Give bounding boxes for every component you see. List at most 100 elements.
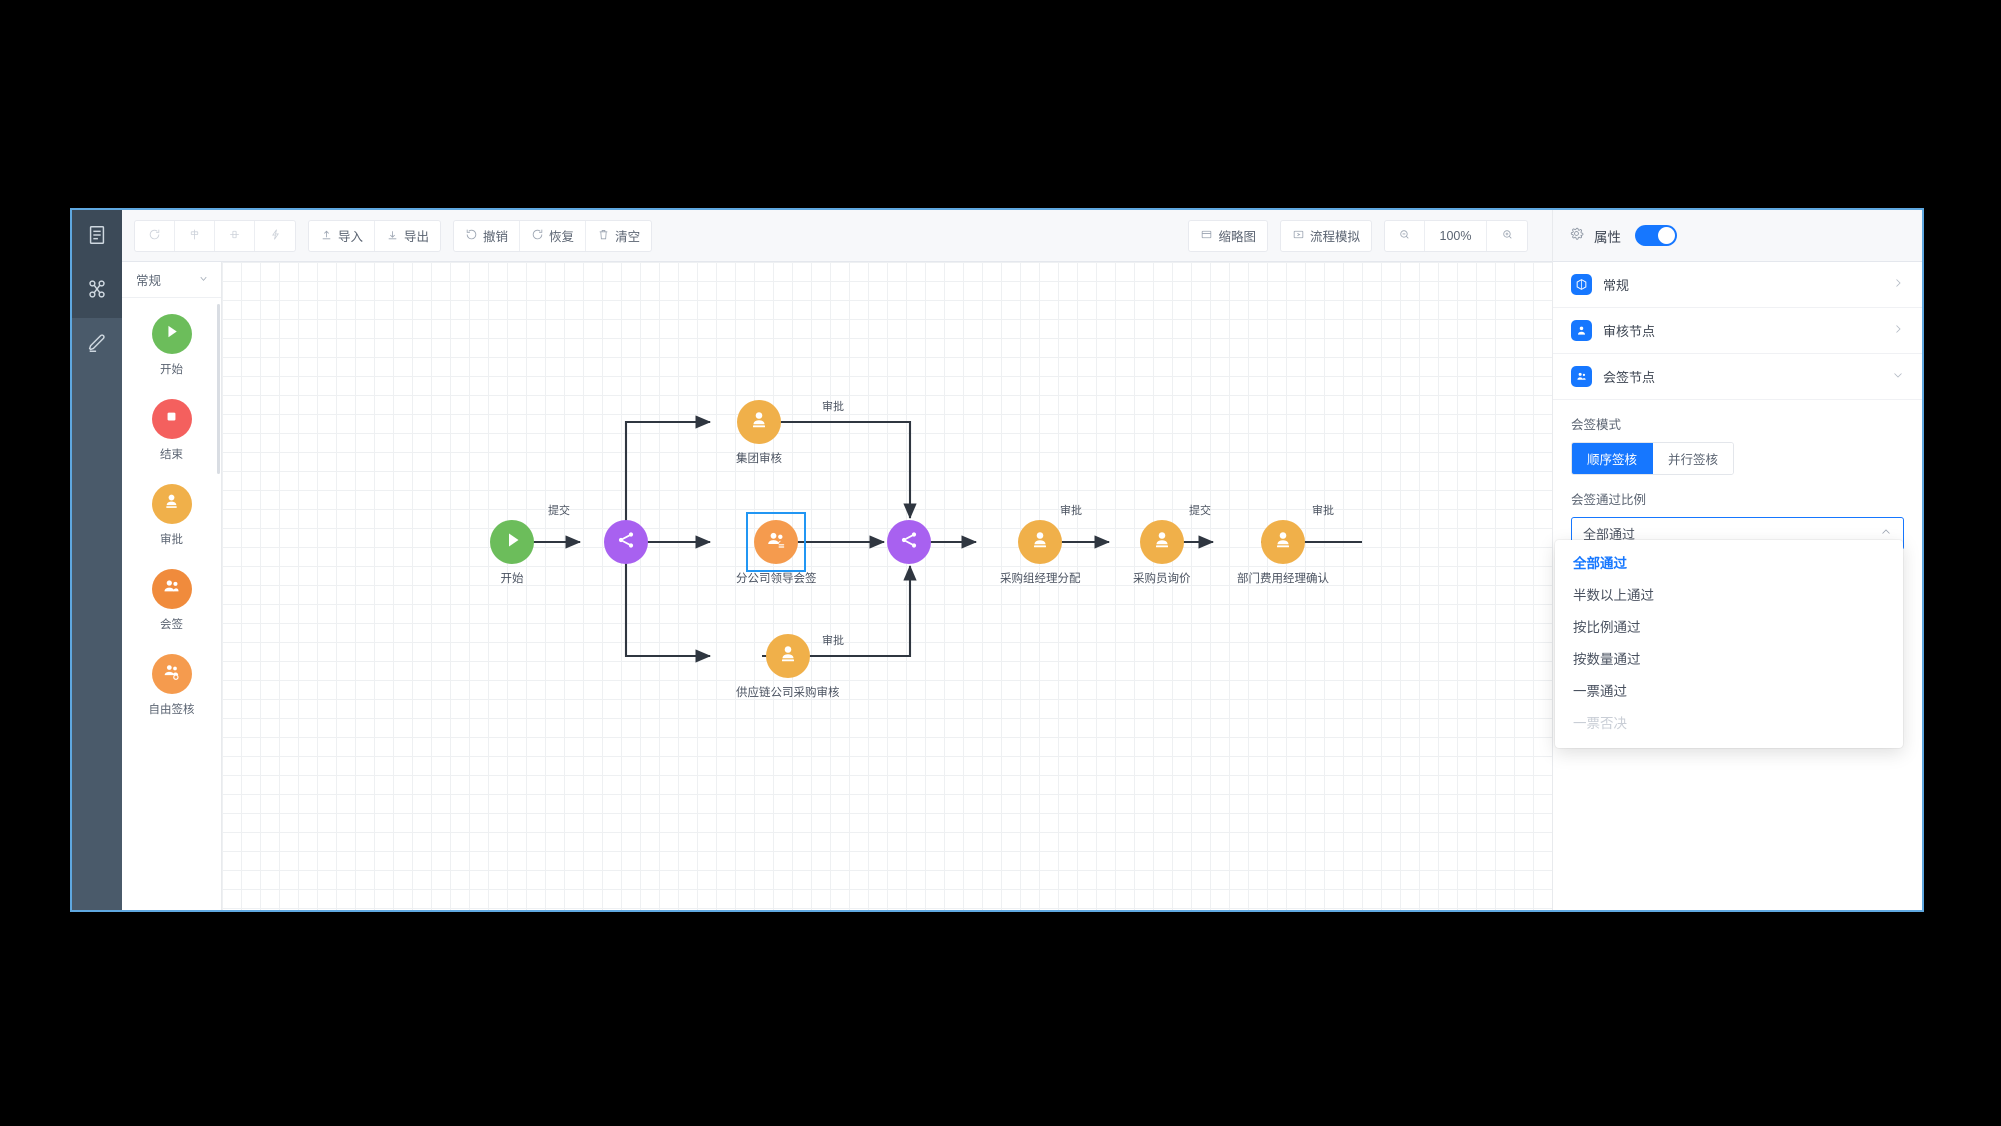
flow-node-label: 采购组经理分配 [1000, 573, 1081, 585]
play-icon [500, 528, 524, 557]
thumbnail-button[interactable]: 缩略图 [1189, 221, 1267, 251]
zoom-level[interactable]: 100% [1425, 220, 1487, 251]
segment-parallel[interactable]: 并行签核 [1653, 443, 1734, 474]
flow-node-label: 部门费用经理确认 [1237, 573, 1329, 585]
prop-section-countersign-node[interactable]: 会签节点 [1553, 354, 1922, 400]
flow-node-start[interactable]: 开始 [490, 520, 534, 586]
approve-node-circle [737, 400, 781, 444]
chevron-down-icon [198, 273, 209, 287]
edge-label: 审批 [1312, 505, 1334, 517]
center-column: 导入 导出 撤销 [122, 210, 1552, 910]
pen-icon [86, 332, 108, 359]
palette-category-label: 常规 [136, 274, 162, 288]
flow-node-label: 采购员询价 [1133, 573, 1191, 585]
dropdown-option-all-pass[interactable]: 全部通过 [1573, 556, 1627, 571]
rail-button-pen[interactable] [72, 318, 122, 372]
toolbar-group-shape [134, 219, 296, 252]
dropdown-option-count-pass[interactable]: 按数量通过 [1573, 652, 1641, 667]
countersign-mode-label: 会签模式 [1571, 418, 1622, 432]
palette-scrollbar[interactable] [217, 304, 220, 474]
palette-label-approve: 审批 [160, 534, 183, 546]
palette-item-list: 开始 结束 [122, 298, 221, 910]
prop-section-review-node[interactable]: 审核节点 [1553, 308, 1922, 354]
countersign-icon [1571, 366, 1592, 387]
toolbar-group-io: 导入 导出 [308, 219, 442, 252]
flow-edges [514, 415, 1362, 663]
flow-node-label: 供应链公司采购审核 [736, 687, 840, 699]
flow-node-gateway-1[interactable] [604, 520, 648, 564]
approve-node-swatch [151, 484, 192, 524]
clear-button[interactable]: 清空 [586, 221, 651, 251]
properties-header: 属性 [1553, 210, 1922, 262]
palette-item-free-sign[interactable]: 自由签核 [149, 654, 195, 717]
lightning-button[interactable] [255, 221, 295, 251]
approve-stamp-icon [747, 408, 771, 437]
chevron-right-icon [1892, 276, 1904, 294]
flow-node-gateway-2[interactable] [887, 520, 931, 564]
thumbnail-label: 缩略图 [1218, 230, 1256, 244]
approve-node-circle [1018, 520, 1063, 564]
flow-node-buyer-quote[interactable]: 采购员询价 [1133, 520, 1191, 586]
distribute-button[interactable] [215, 220, 255, 251]
lightning-icon [269, 228, 282, 244]
import-button[interactable]: 导入 [309, 220, 376, 251]
import-icon [320, 228, 333, 244]
simulate-button[interactable]: 流程模拟 [1281, 221, 1371, 251]
properties-toggle[interactable] [1635, 225, 1677, 246]
prop-section-label: 会签节点 [1603, 370, 1656, 385]
palette-item-countersign[interactable]: 会签 [151, 569, 192, 632]
start-node-circle [490, 520, 534, 564]
zoom-in-button[interactable] [1487, 221, 1527, 251]
segment-sequential[interactable]: 顺序签核 [1572, 443, 1654, 474]
edge-label: 审批 [1060, 505, 1082, 517]
flow-node-dept-cost-manager[interactable]: 部门费用经理确认 [1237, 520, 1329, 586]
toolbar-group-thumbnail: 缩略图 [1188, 219, 1268, 252]
flow-node-branch-countersign[interactable]: 分公司领导会签 [736, 512, 817, 586]
dropdown-option-ratio-pass[interactable]: 按比例通过 [1573, 620, 1641, 635]
flow-designer-window: 导入 导出 撤销 [70, 208, 1924, 912]
prop-section-label: 常规 [1603, 278, 1630, 293]
dropdown-option-one-vote-veto[interactable]: 一票否决 [1573, 716, 1627, 731]
pass-ratio-value: 全部通过 [1583, 527, 1636, 542]
zoom-out-button[interactable] [1385, 220, 1425, 251]
align-button[interactable] [175, 220, 215, 251]
approve-stamp-icon [1028, 528, 1052, 557]
dropdown-option-one-vote-pass[interactable]: 一票通过 [1573, 684, 1627, 699]
flow-canvas[interactable]: 开始 集团审核 [222, 262, 1552, 910]
flow-node-group-review[interactable]: 集团审核 [736, 400, 782, 466]
redo-button[interactable]: 恢复 [520, 220, 587, 251]
rotate-button[interactable] [135, 220, 175, 251]
trash-icon [597, 228, 610, 244]
approve-stamp-icon [776, 642, 800, 671]
export-label: 导出 [404, 230, 430, 244]
palette-item-end[interactable]: 结束 [151, 399, 192, 462]
undo-button[interactable]: 撤销 [454, 220, 521, 251]
properties-title: 属性 [1594, 229, 1621, 245]
prop-section-general[interactable]: 常规 [1553, 262, 1922, 308]
export-icon [386, 228, 399, 244]
node-palette: 常规 开始 [122, 262, 222, 910]
palette-label-free-sign: 自由签核 [148, 704, 195, 716]
palette-item-start[interactable]: 开始 [151, 314, 192, 377]
selection-box [746, 512, 807, 572]
palette-category-selector[interactable]: 常规 [122, 262, 221, 298]
left-icon-rail [72, 210, 122, 910]
distribute-icon [228, 228, 241, 244]
countersign-node-circle [754, 520, 799, 564]
gateway-node-circle [887, 520, 931, 564]
gateway-node-circle [604, 520, 648, 564]
rail-button-document[interactable] [72, 210, 122, 264]
approve-stamp-icon [1150, 528, 1174, 557]
pass-ratio-dropdown: 全部通过 半数以上通过 按比例通过 按数量通过 一票通过 一票否决 [1555, 540, 1903, 748]
countersign-node-swatch [151, 569, 192, 609]
flow-node-supply-review[interactable]: 供应链公司采购审核 [736, 634, 840, 700]
edge-label: 提交 [1189, 505, 1211, 517]
chevron-up-icon [1880, 525, 1892, 543]
undo-icon [465, 228, 478, 244]
palette-item-approve[interactable]: 审批 [151, 484, 192, 547]
export-button[interactable]: 导出 [375, 221, 440, 251]
rail-button-nodes[interactable] [72, 264, 122, 318]
window-body: 导入 导出 撤销 [72, 210, 1922, 910]
dropdown-option-majority-pass[interactable]: 半数以上通过 [1573, 588, 1654, 603]
flow-node-buyer-manager[interactable]: 采购组经理分配 [1000, 520, 1081, 586]
